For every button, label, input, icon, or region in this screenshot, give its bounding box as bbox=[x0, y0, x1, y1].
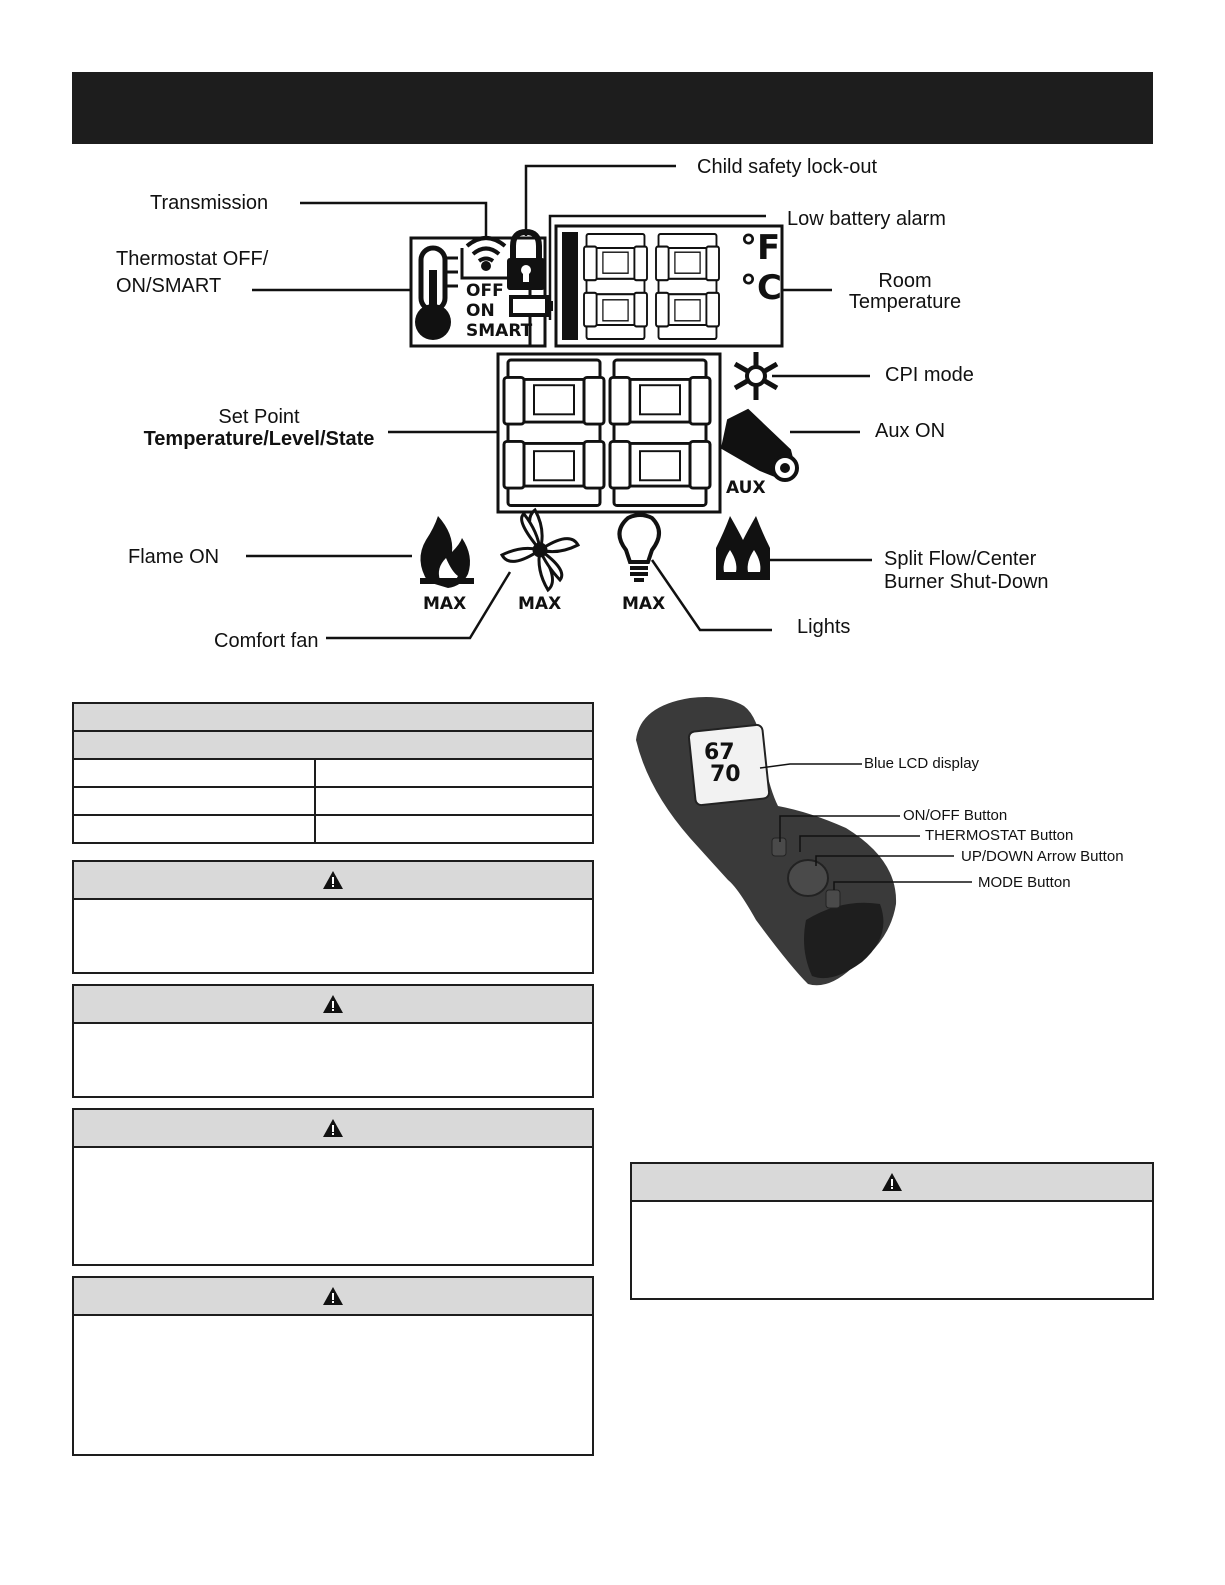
warning-header bbox=[632, 1164, 1152, 1202]
battery-icon bbox=[509, 295, 553, 317]
spec-table bbox=[72, 702, 594, 844]
warning-box-2 bbox=[72, 984, 594, 1098]
flame-max-text: MAX bbox=[423, 594, 467, 614]
label-low-battery: Low battery alarm bbox=[787, 208, 946, 230]
callout-up-down: UP/DOWN Arrow Button bbox=[961, 848, 1124, 865]
unit-fahrenheit: °F bbox=[740, 228, 781, 268]
warning-box-3 bbox=[72, 1108, 594, 1266]
remote-lcd-readout-bottom: 70 bbox=[710, 762, 741, 787]
warning-header bbox=[74, 986, 592, 1024]
callout-on-off: ON/OFF Button bbox=[903, 807, 1008, 824]
room-temperature-display bbox=[554, 224, 784, 348]
warning-icon bbox=[323, 871, 343, 889]
light-max-text: MAX bbox=[622, 594, 666, 614]
thermostat-icon bbox=[409, 236, 547, 348]
table-cell bbox=[72, 758, 316, 788]
fan-icon bbox=[499, 507, 581, 593]
label-set-point-line2: Temperature/Level/State bbox=[143, 428, 375, 450]
lcd-diagram bbox=[246, 164, 872, 640]
mode-off-text: OFF bbox=[466, 281, 504, 301]
warning-box-4 bbox=[72, 1276, 594, 1456]
label-room-temp-line1: Room bbox=[878, 270, 932, 292]
remote-onoff-button bbox=[771, 837, 787, 857]
unit-celsius: °C bbox=[740, 268, 782, 308]
mode-smart-text: SMART bbox=[466, 321, 533, 341]
warning-icon bbox=[323, 1119, 343, 1137]
label-thermostat-line2: ON/SMART bbox=[116, 275, 222, 297]
table-cell bbox=[314, 814, 594, 844]
hand-pointer-icon bbox=[720, 408, 799, 482]
label-split-flow-line1: Split Flow/Center bbox=[884, 548, 1037, 570]
label-lights: Lights bbox=[797, 616, 851, 638]
warning-icon bbox=[323, 1287, 343, 1305]
warning-box-5 bbox=[630, 1162, 1154, 1300]
warning-header bbox=[74, 862, 592, 900]
remote-mode-button bbox=[825, 889, 841, 909]
label-flame-on: Flame ON bbox=[128, 546, 220, 568]
warning-box-1 bbox=[72, 860, 594, 974]
warning-header bbox=[74, 1278, 592, 1316]
remote-updown-button bbox=[787, 859, 829, 897]
section-header-bar bbox=[72, 72, 1153, 144]
fan-max-text: MAX bbox=[518, 594, 562, 614]
leader-lines bbox=[246, 164, 872, 640]
warning-icon bbox=[882, 1173, 902, 1191]
callout-mode: MODE Button bbox=[978, 874, 1071, 891]
label-child-lock: Child safety lock-out bbox=[697, 156, 878, 178]
remote-lcd-readout-top: 67 bbox=[704, 740, 735, 765]
flame-icon bbox=[420, 516, 474, 588]
label-transmission: Transmission bbox=[150, 192, 269, 214]
bulb-icon bbox=[617, 513, 661, 582]
split-flame-icon bbox=[716, 516, 770, 580]
table-subheader-row bbox=[72, 730, 594, 760]
mode-on-text: ON bbox=[466, 301, 495, 321]
set-point-display bbox=[496, 352, 722, 514]
label-thermostat-line1: Thermostat OFF/ bbox=[116, 248, 269, 270]
label-set-point-line1: Set Point bbox=[218, 406, 300, 428]
label-split-flow-line2: Burner Shut-Down bbox=[884, 571, 1049, 593]
callout-lcd: Blue LCD display bbox=[864, 755, 980, 772]
warning-header bbox=[74, 1110, 592, 1148]
table-cell bbox=[314, 786, 594, 816]
label-aux-on: Aux ON bbox=[875, 420, 946, 442]
label-cpi-mode: CPI mode bbox=[885, 364, 974, 386]
table-cell bbox=[314, 758, 594, 788]
warning-icon bbox=[323, 995, 343, 1013]
label-comfort-fan: Comfort fan bbox=[214, 630, 319, 652]
aux-text: AUX bbox=[726, 478, 766, 498]
snowflake-icon bbox=[733, 352, 779, 400]
table-cell bbox=[72, 786, 316, 816]
callout-thermostat: THERMOSTAT Button bbox=[925, 827, 1074, 844]
table-cell bbox=[72, 814, 316, 844]
label-room-temp-line2: Temperature bbox=[848, 291, 962, 313]
remote-body bbox=[636, 697, 897, 986]
table-header-row bbox=[72, 702, 594, 732]
